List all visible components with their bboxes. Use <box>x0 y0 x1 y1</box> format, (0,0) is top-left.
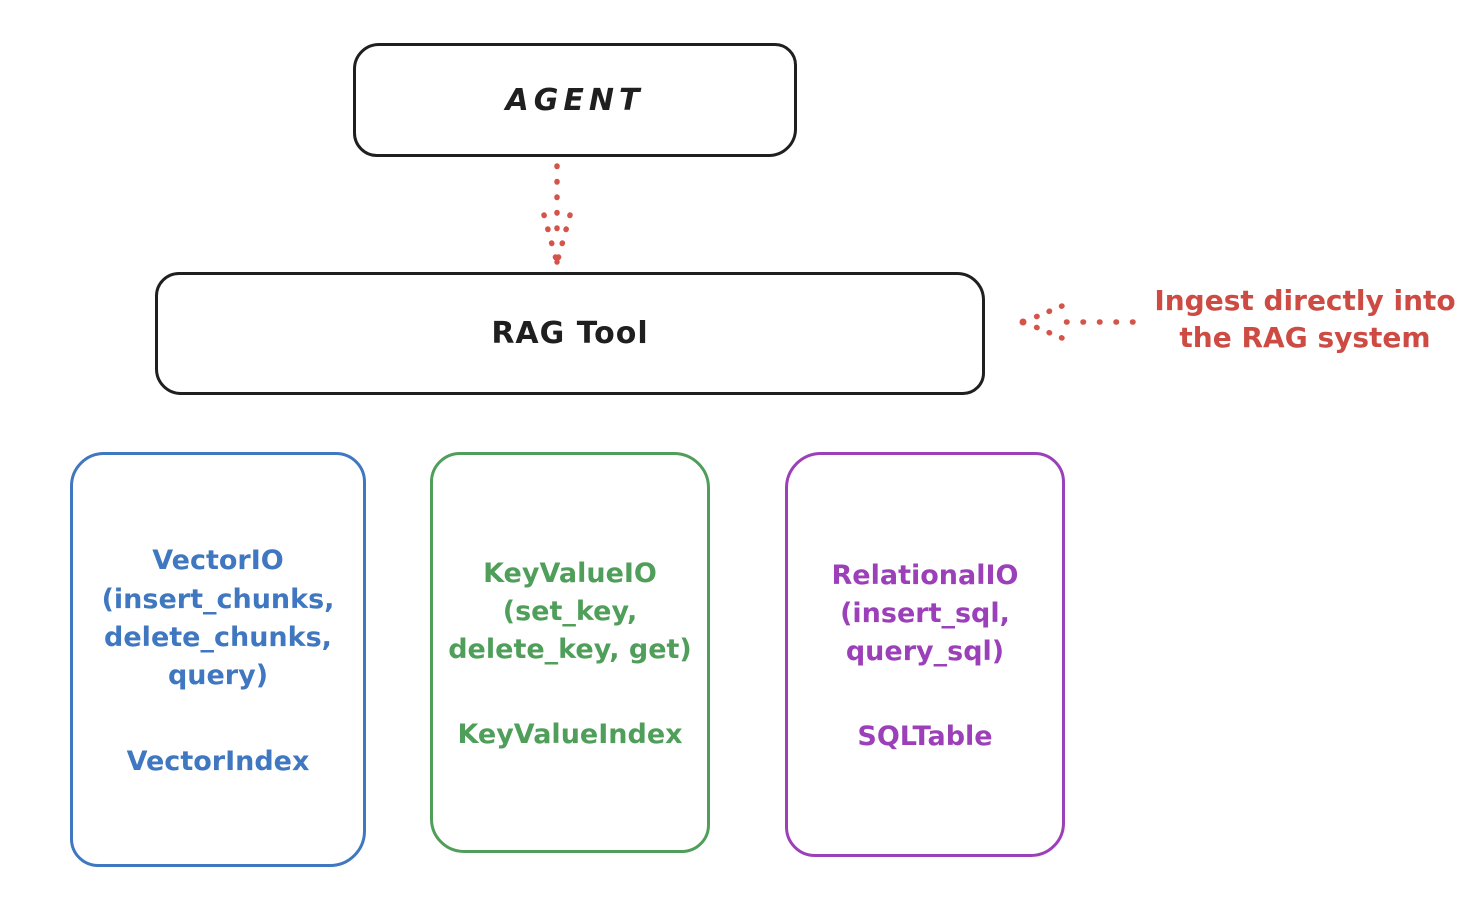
rag-tool-label: RAG Tool <box>491 316 649 351</box>
vector-io-label: VectorIO (insert_chunks, delete_chunks, … <box>101 545 335 692</box>
vector-io-node: VectorIO (insert_chunks, delete_chunks, … <box>70 452 366 867</box>
sql-table-label: SQLTable <box>857 721 993 753</box>
relational-io-label: RelationalIO (insert_sql, query_sql) <box>831 559 1019 668</box>
vector-index-label: VectorIndex <box>126 745 310 777</box>
annotation-ingest-note: Ingest directly into the RAG system <box>1154 284 1456 354</box>
agent-label: AGENT <box>505 82 645 118</box>
relational-io-node: RelationalIO (insert_sql, query_sql) SQL… <box>785 452 1065 857</box>
agent-node: AGENT <box>353 43 797 157</box>
keyvalue-io-label: KeyValueIO (set_key, delete_key, get) <box>448 557 692 666</box>
keyvalue-io-node: KeyValueIO (set_key, delete_key, get) Ke… <box>430 452 710 853</box>
keyvalue-index-label: KeyValueIndex <box>457 719 683 751</box>
dotted-arrow-down-icon <box>541 163 573 265</box>
rag-tool-node: RAG Tool <box>155 272 985 395</box>
dotted-arrow-left-icon <box>1019 303 1136 341</box>
